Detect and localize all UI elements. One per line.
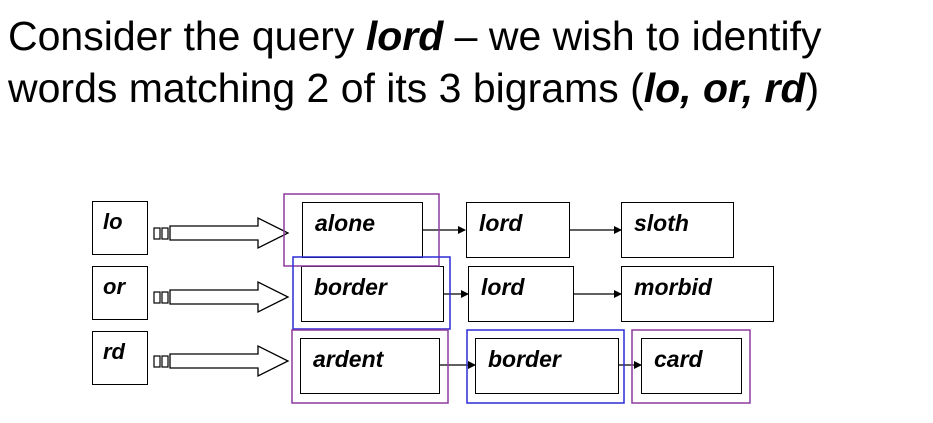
- pointer-arrow-or: [153, 280, 290, 314]
- pointer-arrow-rd: [153, 344, 290, 378]
- posting-border: border: [301, 266, 444, 322]
- posting-border: border: [475, 338, 619, 394]
- highlight-alone: [283, 193, 440, 267]
- posting-sloth: sloth: [621, 202, 734, 258]
- bigram-lo: lo: [92, 201, 148, 255]
- slide-title: Consider the query lord – we wish to ide…: [8, 10, 928, 114]
- highlight-border-or: [292, 256, 451, 330]
- highlight-border-rd: [466, 329, 625, 404]
- query-term: lord: [365, 13, 444, 59]
- highlight-card: [631, 329, 751, 404]
- posting-card: card: [641, 338, 742, 394]
- posting-alone: alone: [302, 202, 423, 258]
- posting-morbid: morbid: [621, 266, 774, 322]
- posting-ardent: ardent: [300, 338, 440, 394]
- bigram-or: or: [92, 266, 148, 320]
- posting-lord: lord: [468, 266, 574, 322]
- posting-lord: lord: [466, 202, 570, 258]
- bigram-list: lo, or, rd: [643, 65, 806, 111]
- pointer-arrow-lo: [153, 216, 290, 250]
- title-line-1: Consider the query lord – we wish to ide…: [8, 13, 822, 59]
- bigram-rd: rd: [92, 331, 148, 385]
- highlight-ardent: [291, 329, 449, 404]
- title-line-2: words matching 2 of its 3 bigrams (lo, o…: [8, 65, 820, 111]
